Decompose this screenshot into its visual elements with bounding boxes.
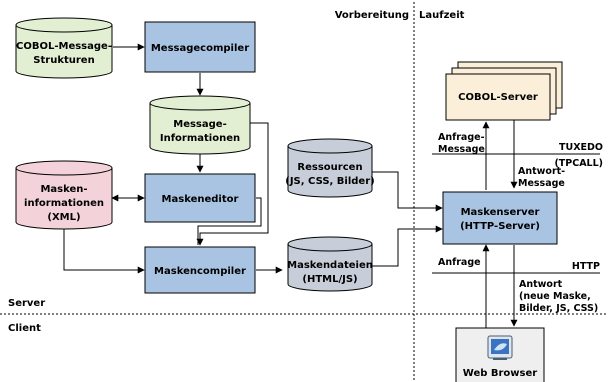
edge-label-response-message-2: Message <box>518 178 565 189</box>
box-mask-server: Maskenserver (HTTP-Server) <box>442 191 558 245</box>
zone-label-client: Client <box>8 323 41 334</box>
message-information-line-2: Informationen <box>160 133 240 144</box>
edge-maskfiles-to-maskenserver <box>372 225 443 267</box>
message-information-line-1: Message- <box>173 119 226 130</box>
resources-line-1: Ressourcen <box>297 162 362 173</box>
box-mask-compiler: Maskencompiler <box>144 246 256 294</box>
edge-label-request: Anfrage <box>438 257 481 268</box>
mask-compiler-label: Maskencompiler <box>154 266 246 277</box>
edges <box>63 43 518 328</box>
edge-resources-to-maskenserver <box>372 171 443 212</box>
edge-label-tuxedo-2: (TPCALL) <box>554 158 603 169</box>
cylinder-resources: Ressourcen (JS, CSS, Bilder) <box>285 138 375 198</box>
phase-label-runtime: Laufzeit <box>419 10 465 21</box>
cylinder-cobol-message-structures: COBOL-Message- Strukturen <box>15 17 113 79</box>
zone-label-server: Server <box>8 298 45 309</box>
cylinder-message-information: Message- Informationen <box>149 95 251 155</box>
mask-files-line-1: Maskendateien <box>287 260 373 271</box>
resources-line-2: (JS, CSS, Bilder) <box>285 176 374 187</box>
phase-label-preparation: Vorbereitung <box>335 10 409 21</box>
cobol-server-label: COBOL-Server <box>458 92 538 103</box>
edge-label-response-3: Bilder, JS, CSS) <box>519 303 598 314</box>
cylinder-mask-files: Maskendateien (HTML/JS) <box>287 236 373 292</box>
edge-label-tuxedo-1: TUXEDO <box>559 142 603 153</box>
edge-label-request-message-1: Anfrage- <box>438 132 485 143</box>
cylinder-mask-information: Masken- informationen (XML) <box>15 160 113 230</box>
mask-information-line-1: Masken- <box>40 184 87 195</box>
box-message-compiler: Messagecompiler <box>144 21 256 73</box>
mask-server-line-1: Maskenserver <box>461 207 540 218</box>
edge-label-request-message-2: Message <box>438 144 485 155</box>
edge-label-response-2: (neue Maske, <box>519 291 591 302</box>
edge-label-response-message-1: Antwort- <box>518 166 565 177</box>
edge-label-response-1: Antwort <box>519 279 563 290</box>
edge-messageinfo-to-maskencompiler <box>196 122 269 246</box>
mask-editor-label: Maskeneditor <box>162 194 239 205</box>
mask-information-line-2: informationen <box>24 198 104 209</box>
edge-maskinfo-to-maskencompiler <box>63 228 145 274</box>
edge-maskeneditor-to-maskencompiler <box>197 197 262 245</box>
cobol-message-structures-line-2: Strukturen <box>33 55 94 66</box>
mask-information-line-3: (XML) <box>47 212 80 223</box>
edge-label-http: HTTP <box>572 261 600 272</box>
message-compiler-label: Messagecompiler <box>151 43 249 54</box>
browser-icon <box>487 335 513 360</box>
cobol-server-stack: COBOL-Server <box>445 61 563 121</box>
box-mask-editor: Maskeneditor <box>144 173 256 223</box>
mask-server-line-2: (HTTP-Server) <box>460 221 540 232</box>
mask-files-line-2: (HTML/JS) <box>302 274 357 285</box>
cobol-message-structures-line-1: COBOL-Message- <box>16 41 112 52</box>
web-browser: Web Browser <box>455 327 545 382</box>
web-browser-label: Web Browser <box>463 368 537 379</box>
